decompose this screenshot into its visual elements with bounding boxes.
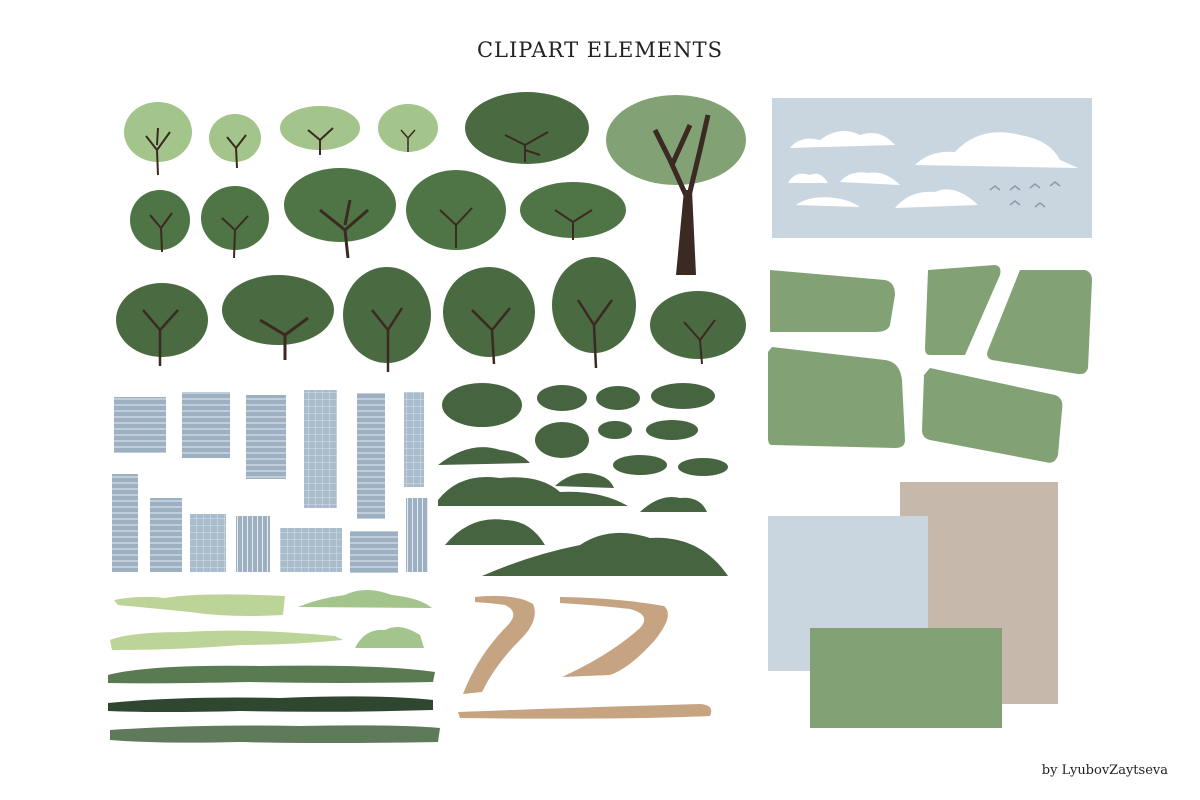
tree-light-1 xyxy=(124,102,192,176)
dirt-paths xyxy=(458,595,712,719)
page-title: CLIPART ELEMENTS xyxy=(476,38,723,62)
author-credit: by LyubovZaytseva xyxy=(1041,763,1168,778)
tree-dark-large-1 xyxy=(465,92,589,164)
tree-mid-5 xyxy=(520,182,626,240)
fields xyxy=(768,265,1092,463)
grass-strips xyxy=(108,590,440,743)
tree-dark-5 xyxy=(552,257,636,369)
tree-mid-1 xyxy=(130,190,190,253)
tree-tall xyxy=(606,95,746,276)
tree-dark-1 xyxy=(116,283,208,366)
bushes xyxy=(438,383,728,576)
tree-dark-3 xyxy=(343,267,431,372)
tree-light-3 xyxy=(280,106,360,155)
tree-mid-3 xyxy=(284,168,396,259)
buildings xyxy=(112,390,428,573)
tree-dark-4 xyxy=(443,267,535,365)
tree-light-4 xyxy=(378,104,438,152)
sky-panel xyxy=(772,98,1092,238)
tree-dark-6 xyxy=(650,291,746,365)
tree-mid-2 xyxy=(201,186,269,259)
tree-dark-2 xyxy=(222,275,334,360)
color-blocks xyxy=(768,482,1058,728)
tree-mid-4 xyxy=(406,170,506,250)
tree-light-2 xyxy=(209,114,261,169)
